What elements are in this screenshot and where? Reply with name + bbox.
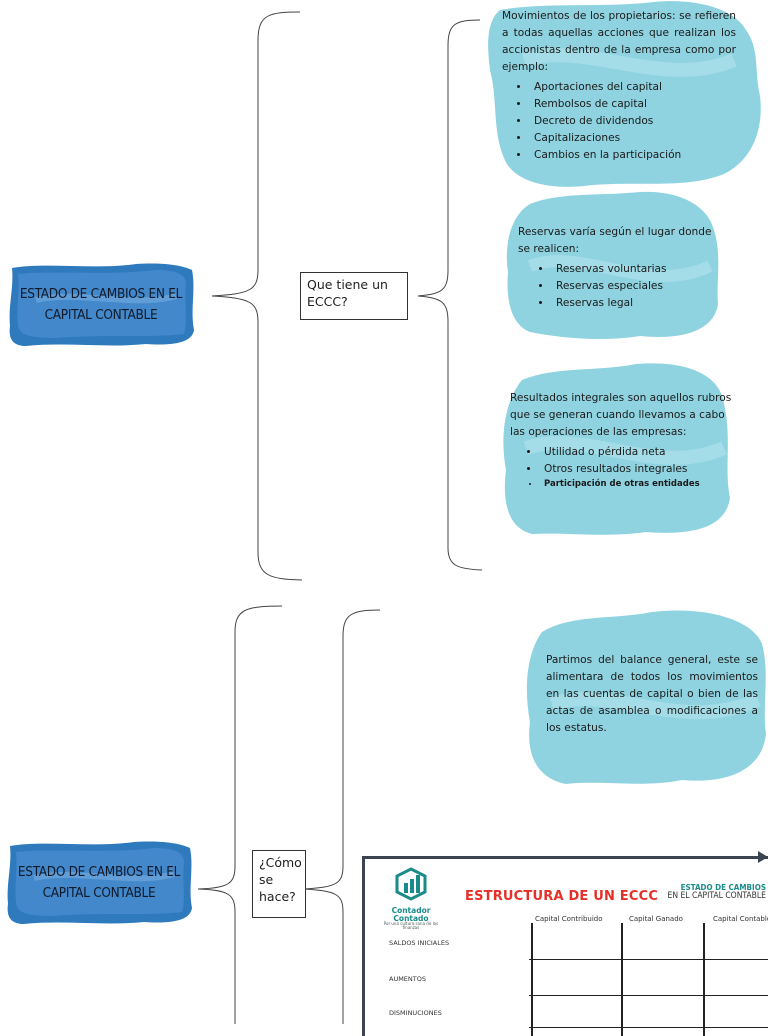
question-box-1: Que tiene un ECCC? <box>300 272 408 320</box>
title-block-2: ESTADO DE CAMBIOS EN EL CAPITAL CONTABLE <box>4 838 194 928</box>
watercolor-brush-shape <box>7 841 193 924</box>
card-side-title: ESTADO DE CAMBIOS EN EL CAPITAL CONTABLE <box>667 883 766 902</box>
column-header: Capital Contable <box>713 915 768 923</box>
cloud-shape <box>526 610 766 784</box>
grid-line <box>531 923 533 1036</box>
grid-line <box>621 923 623 1036</box>
title-text-2: ESTADO DE CAMBIOS EN EL CAPITAL CONTABLE <box>17 864 181 901</box>
bracket-main-2 <box>197 605 283 1024</box>
cloud1-intro: Movimientos de los propietarios: se refi… <box>502 10 736 73</box>
grid-line <box>529 995 768 996</box>
row-label: SALDOS INICIALES <box>389 939 450 947</box>
row-label: DISMINUCIONES <box>389 1009 442 1017</box>
structure-card: Contador Contado Por una cultura sana de… <box>362 851 768 1036</box>
side-title-line1: ESTADO DE CAMBIOS <box>680 883 766 892</box>
list-item: Reservas especiales <box>552 278 718 295</box>
logo-tagline: Por una cultura sana de las finanzas <box>383 921 439 930</box>
bracket-question-2 <box>303 609 381 1024</box>
watercolor-brush-shape <box>9 263 195 346</box>
cloud-shape <box>488 1 761 187</box>
logo: Contador Contado Por una cultura sana de… <box>377 867 445 930</box>
list-item: Reservas voluntarias <box>552 261 718 278</box>
bar-chart-logo-icon <box>395 867 427 901</box>
cloud-how-to-text: Partimos del balance general, este se al… <box>546 654 758 734</box>
arrow-head-icon <box>758 851 768 863</box>
grid-line <box>529 1027 768 1028</box>
cloud-integral-results: Resultados integrales son aquellos rubro… <box>496 358 736 540</box>
cloud3-intro: Resultados integrales son aquellos rubro… <box>510 392 732 438</box>
title-block-1: ESTADO DE CAMBIOS EN EL CAPITAL CONTABLE <box>6 260 196 350</box>
card-title: ESTRUCTURA DE UN ECCC <box>465 889 659 904</box>
list-item: Utilidad o pérdida neta <box>540 444 732 461</box>
question-text-1: Que tiene un ECCC? <box>307 277 388 309</box>
list-item: Decreto de dividendos <box>530 113 736 130</box>
list-item: Otros resultados integrales <box>540 461 732 478</box>
bracket-main-1 <box>211 11 303 581</box>
list-item: Reservas legal <box>552 295 718 312</box>
bracket-question-1 <box>417 19 483 571</box>
row-label: AUMENTOS <box>389 975 426 983</box>
cloud-shape <box>506 191 719 339</box>
grid-line <box>703 923 705 1036</box>
list-item: Cambios en la participación <box>530 147 736 164</box>
list-item: Capitalizaciones <box>530 130 736 147</box>
grid-line <box>529 959 768 960</box>
question-box-2: ¿Cómo se hace? <box>252 850 306 918</box>
cloud2-intro: Reservas varía según el lugar donde se r… <box>518 226 712 255</box>
side-title-line2: EN EL CAPITAL CONTABLE <box>667 891 766 902</box>
question-text-2: ¿Cómo se hace? <box>259 855 302 904</box>
cloud-shape <box>503 363 730 535</box>
column-header: Capital Contribuido <box>535 915 603 923</box>
cloud-owner-movements: Movimientos de los propietarios: se refi… <box>484 0 768 190</box>
list-item: Participación de otras entidades <box>540 478 732 492</box>
list-item: Rembolsos de capital <box>530 96 736 113</box>
logo-name: Contador Contado <box>391 906 431 923</box>
cloud-how-to: Partimos del balance general, este se al… <box>522 604 768 792</box>
list-item: Aportaciones del capital <box>530 79 736 96</box>
cloud-reserves: Reservas varía según el lugar donde se r… <box>500 186 726 346</box>
column-header: Capital Ganado <box>629 915 683 923</box>
title-text-1: ESTADO DE CAMBIOS EN EL CAPITAL CONTABLE <box>19 286 183 323</box>
